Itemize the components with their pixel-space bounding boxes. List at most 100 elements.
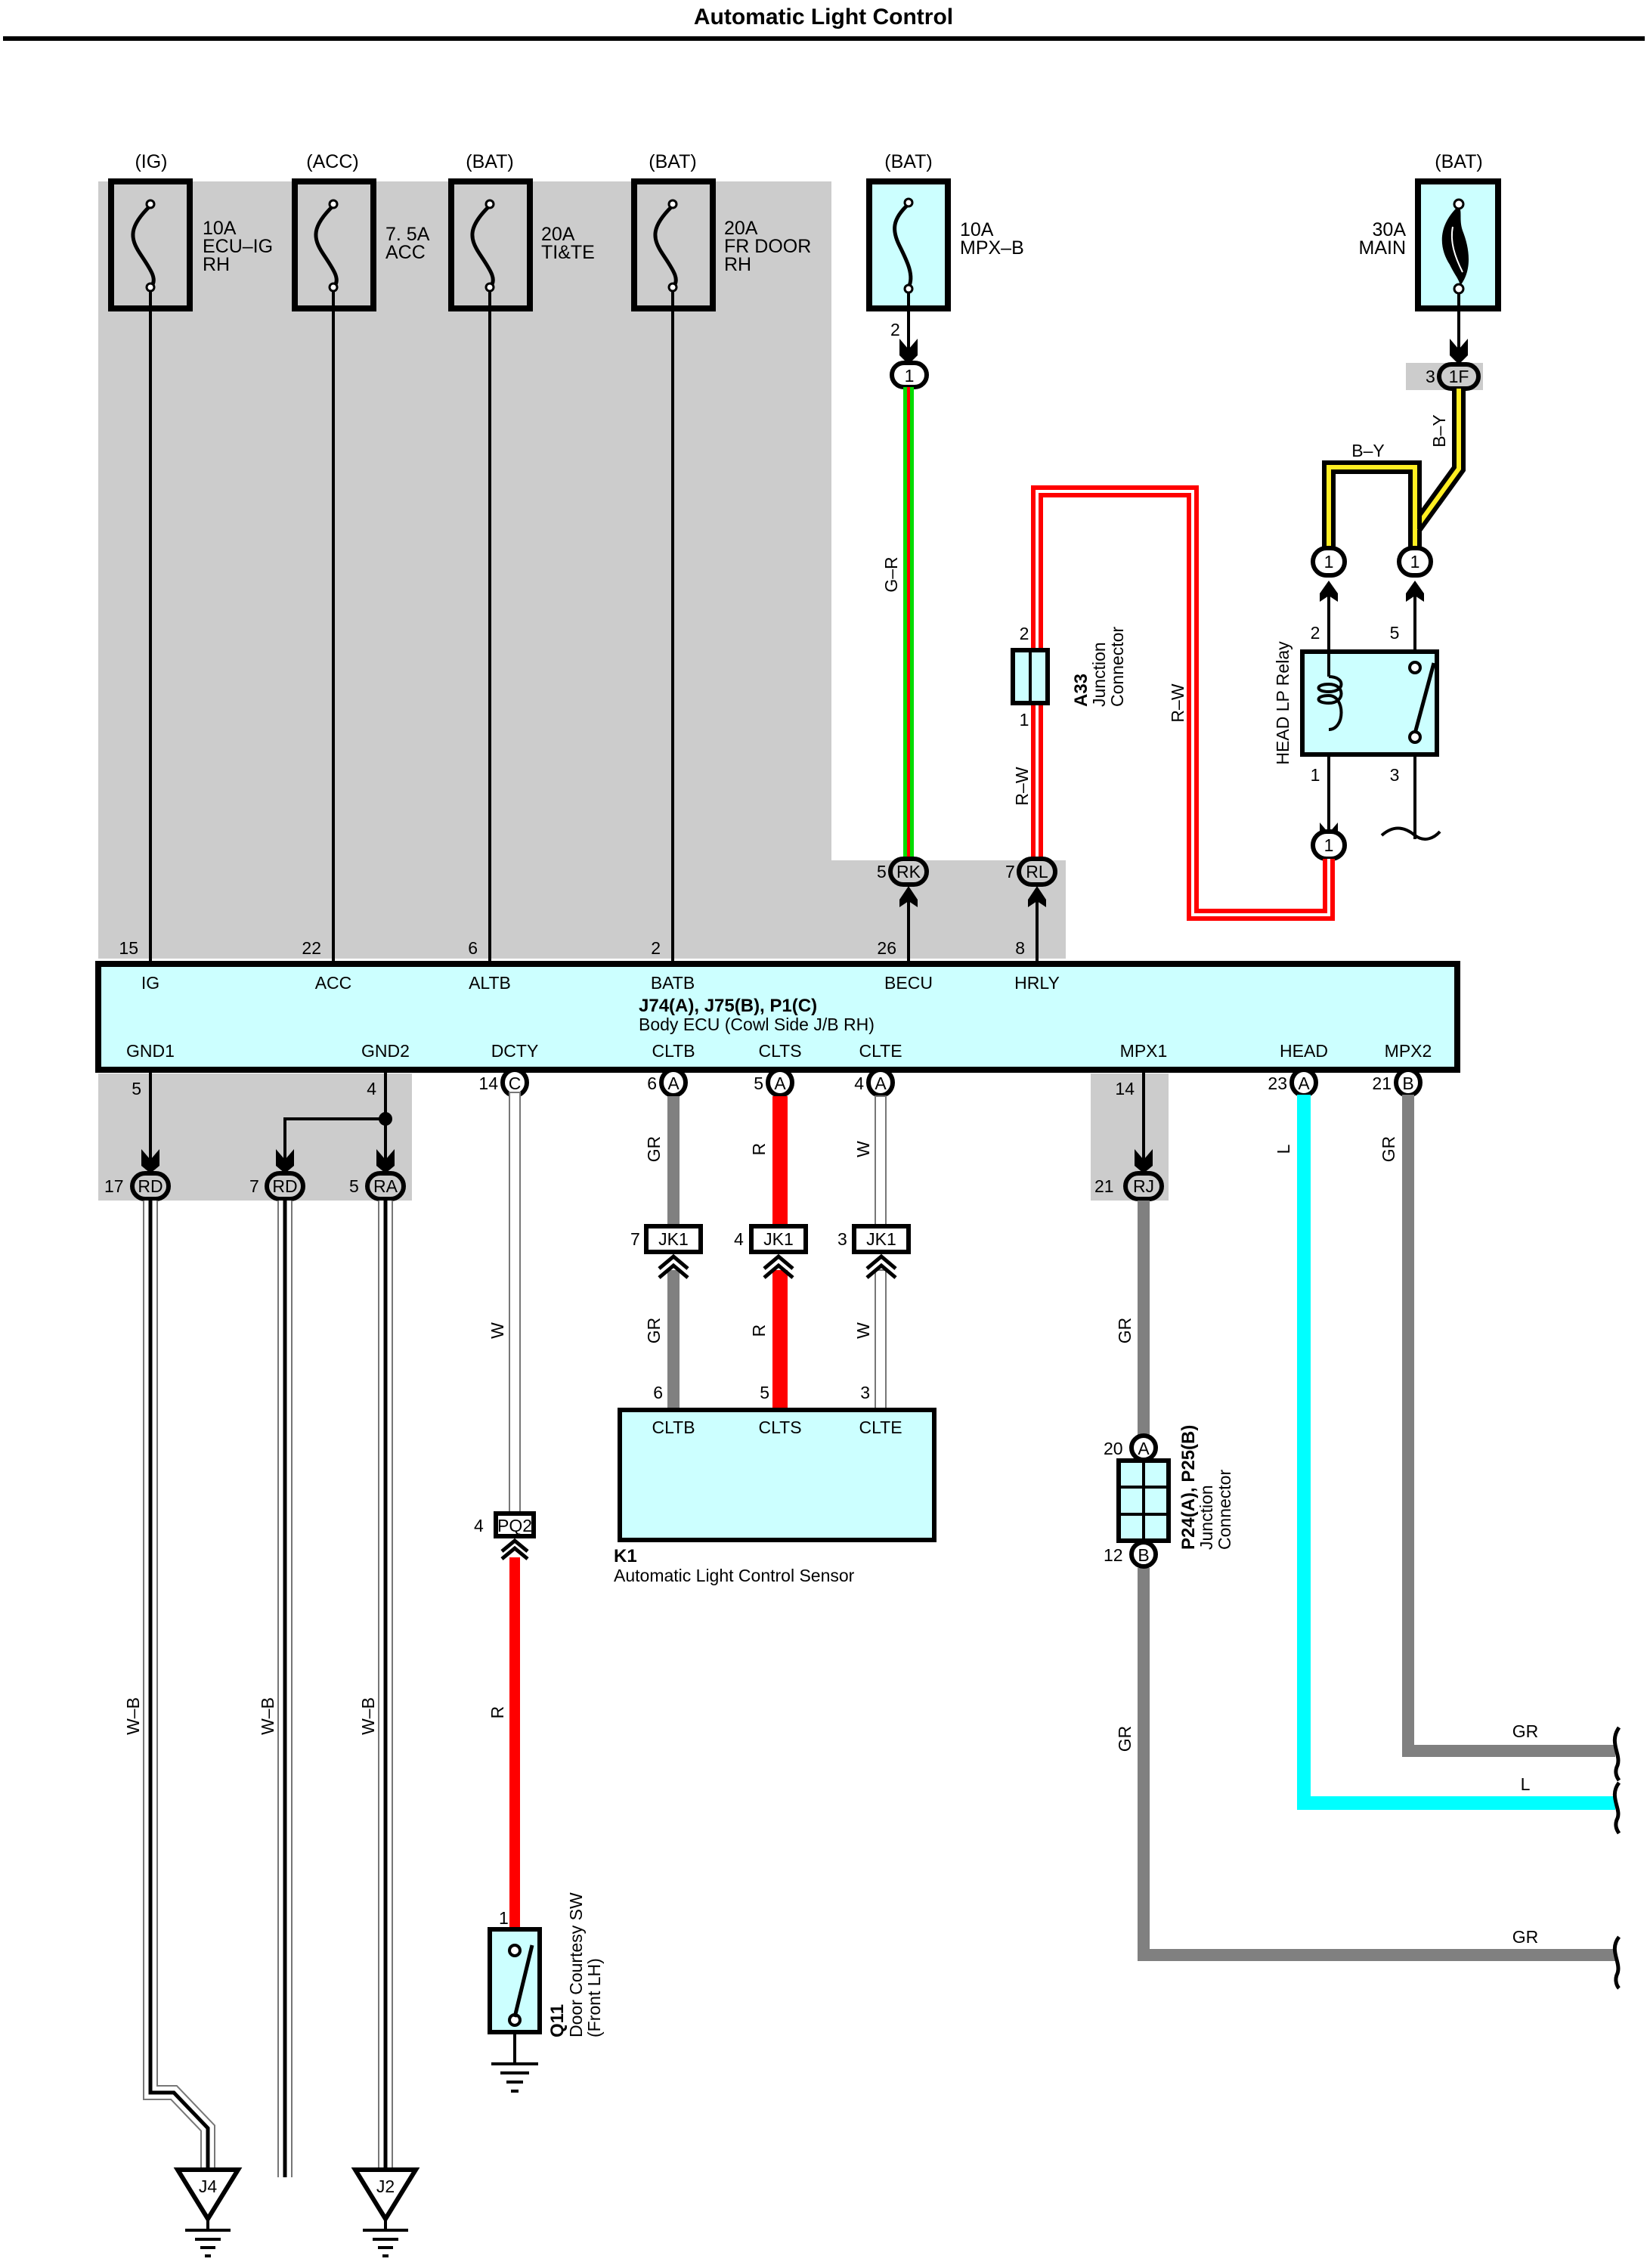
wire-color-label: GR [1512, 1927, 1539, 1947]
connector-label: RK [896, 862, 921, 881]
fuse-ecu-ig-rh: (IG) 10A ECU–IG RH [108, 151, 273, 311]
wire-dcty: W PQ2 4 R [474, 1092, 536, 1929]
ecu-upper-connectors: RK 5 RL 7 [877, 857, 1057, 964]
connector-label: RL [1026, 862, 1048, 881]
ecu-pin-number: 14 [1115, 1079, 1135, 1098]
arrow-down-icon [1135, 1149, 1153, 1173]
connector-name: Junction [1089, 642, 1109, 707]
connector-label: 1 [1324, 835, 1334, 855]
wire-break-icon [1612, 1726, 1621, 1782]
k1-terminal-label: CLTB [652, 1418, 695, 1437]
arrow-up-icon [1406, 581, 1424, 602]
connector-pin: 4 [734, 1229, 744, 1249]
wire-w-b: W–B W–B W–B [123, 1201, 393, 2177]
pin-label: 5 [1390, 623, 1400, 643]
fuse-mpx-b: (BAT) 10A MPX–B 2 1 [866, 151, 1024, 389]
fuse-source-label: (BAT) [884, 151, 932, 172]
fusible-main: (BAT) 30A MAIN 3 1F [1359, 151, 1501, 391]
ecu-connector-badge [766, 1067, 794, 1098]
ecu-connectors: J74(A), J75(B), P1(C) [639, 996, 817, 1016]
connector-pin: 21 [1094, 1176, 1114, 1196]
ecu-terminal-label: ACC [315, 973, 352, 993]
ecu-bottom-terminals: GND15GND24DCTYC14CLTBA6CLTSA5CLTEA4MPX11… [126, 1041, 1432, 1098]
connector-label: 1 [905, 366, 915, 386]
connector-pin: 12 [1104, 1545, 1123, 1565]
fuse-source-label: (ACC) [306, 151, 358, 172]
wire-color-label: R [749, 1143, 769, 1156]
pin-label: 1 [499, 1908, 509, 1928]
ecu-terminal-label: BECU [884, 973, 933, 993]
connector-pin: 7 [1005, 862, 1015, 881]
connector-pin: 5 [877, 862, 887, 881]
connector-label: 1 [1324, 552, 1334, 572]
fuse-name: RH [724, 254, 751, 275]
pin-label: 2 [1020, 624, 1029, 643]
ecu-pin-number: 22 [302, 938, 321, 958]
ecu-terminal-label: MPX1 [1120, 1041, 1168, 1061]
connector-label: JK1 [763, 1229, 794, 1249]
title-rule [3, 36, 1645, 41]
sensor-name: Automatic Light Control Sensor [614, 1566, 855, 1585]
ecu-connector-letter: A [1298, 1074, 1310, 1093]
k1-pin-number: 3 [860, 1383, 870, 1402]
ecu-terminal-label: CLTE [859, 1041, 902, 1061]
connector-pin: 7 [249, 1176, 259, 1196]
ground-branch [149, 1073, 392, 1164]
ecu-pin-number: 8 [1015, 938, 1025, 958]
pin-label: 1 [1311, 765, 1320, 785]
ecu-terminal-label: CLTB [652, 1041, 695, 1061]
ecu-connector-letter: A [875, 1074, 887, 1093]
ecu-connector-letter: A [774, 1074, 786, 1093]
fuse-out-pin: 2 [890, 320, 900, 339]
ecu-terminal-label: MPX2 [1385, 1041, 1432, 1061]
ecu-pin-number: 14 [478, 1074, 498, 1093]
ecu-pin-number: 21 [1372, 1074, 1392, 1093]
arrow-down-icon [141, 1149, 159, 1173]
connector-label: PQ2 [497, 1516, 532, 1535]
wire-color-label: R–W [1012, 767, 1032, 805]
switch-name: (Front LH) [584, 1958, 604, 2037]
wire-color-label: B–Y [1351, 441, 1384, 460]
relay-switch-icon [1413, 662, 1436, 734]
ground-point-j4: J4 [173, 2167, 243, 2257]
switch-name: Door Courtesy SW [566, 1892, 586, 2037]
fuse-icon [893, 203, 913, 289]
connector-code: P24(A), P25(B) [1178, 1425, 1199, 1550]
ecu-name: Body ECU (Cowl Side J/B RH) [639, 1015, 875, 1034]
p24-p25-junction-connector: A 20 B 12 P24(A), P25(B) Junction Connec… [1104, 1425, 1234, 1569]
fuse-rating: 30A [1373, 219, 1407, 240]
ecu-terminal-label: BATB [651, 973, 695, 993]
fuse-source-label: (IG) [135, 151, 167, 172]
wire-color-label: R–W [1168, 683, 1187, 722]
ecu-pin-number: 4 [367, 1079, 376, 1098]
k1-terminal-label: CLTE [859, 1418, 902, 1437]
ecu-terminal-label: GND2 [361, 1041, 410, 1061]
k1-pin-number: 6 [653, 1383, 663, 1402]
fusible-link-icon [1441, 206, 1469, 287]
connector-label: 1 [1410, 552, 1420, 572]
relay-name: HEAD LP Relay [1273, 641, 1293, 765]
ecu-pin-number: 15 [119, 938, 138, 958]
wire-color-label: W–B [123, 1697, 143, 1735]
wire-color-label: R [749, 1325, 769, 1337]
wire-color-label: L [1274, 1144, 1293, 1154]
connector-label: RD [138, 1176, 163, 1196]
ecu-terminal-label: HEAD [1280, 1041, 1328, 1061]
ecu-pin-number: 26 [877, 938, 896, 958]
wire-color-label: GR [644, 1318, 664, 1344]
relay-input-connectors: 1 1 [1311, 546, 1433, 602]
fuse-rating: 10A [203, 218, 237, 239]
connector-label: RD [272, 1176, 297, 1196]
wire-mpx1: RJ 21 GR GR GR [1094, 1073, 1621, 1990]
connector-letter: A [1138, 1439, 1150, 1458]
fuse-source-label: (BAT) [649, 151, 696, 172]
fuse-name: MAIN [1359, 237, 1407, 259]
pin-label: 1 [1020, 710, 1029, 730]
ground-label: J4 [199, 2177, 218, 2196]
connector-label: RJ [1133, 1176, 1154, 1196]
wire-color-label: GR [1512, 1721, 1539, 1741]
ecu-pin-number: 5 [754, 1074, 763, 1093]
